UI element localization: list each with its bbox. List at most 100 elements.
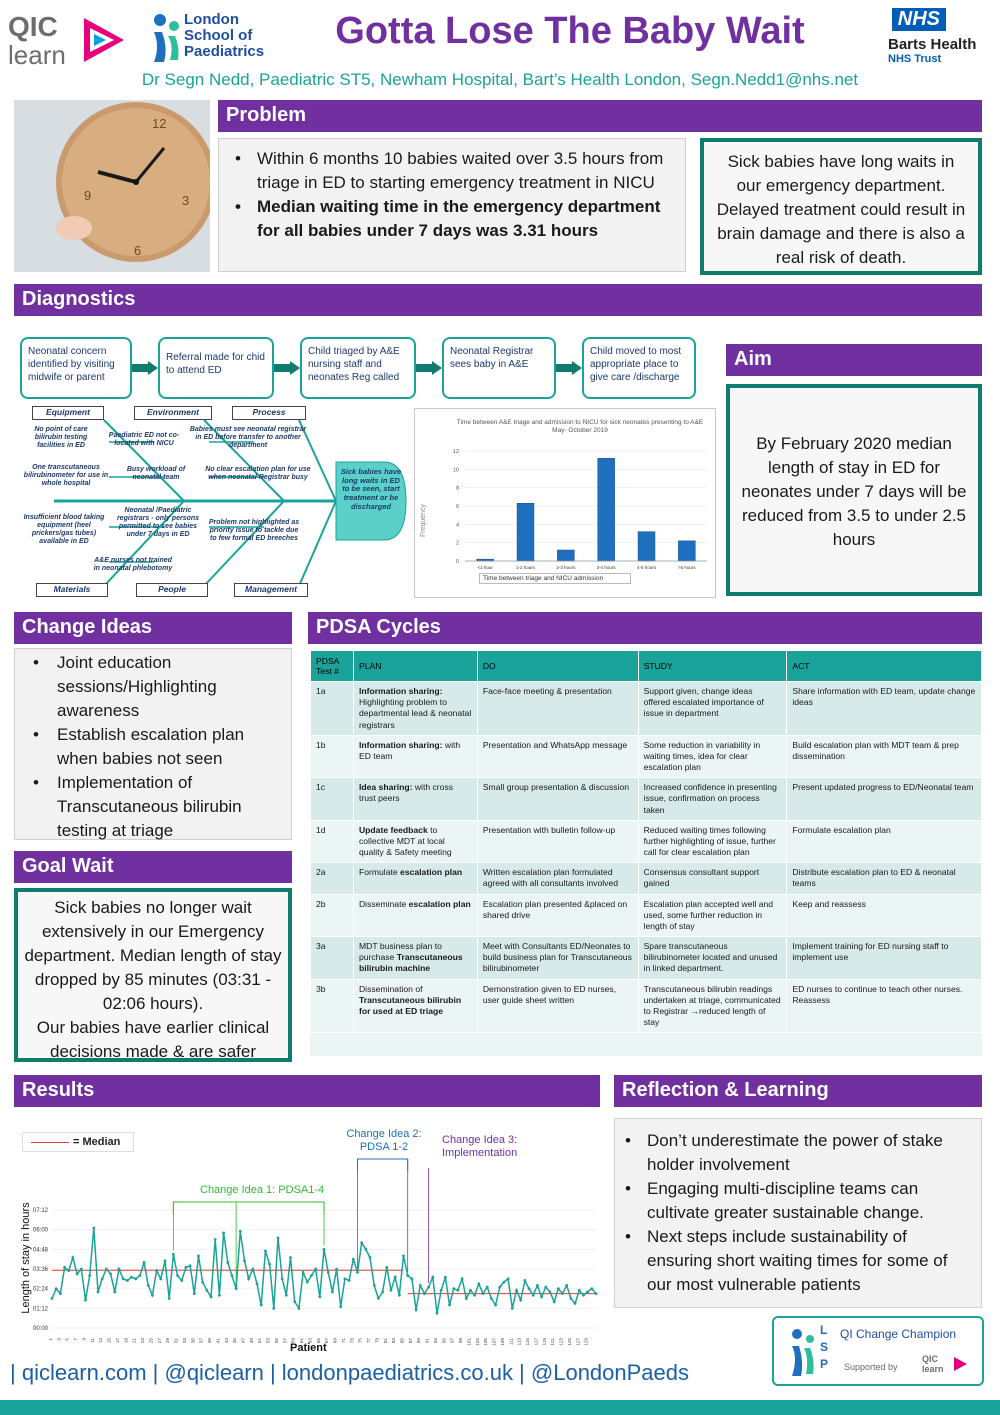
run-chart-xtick: 83 <box>391 1338 396 1344</box>
pdsa-study-cell: Reduced waiting times following further … <box>637 819 788 864</box>
pdsa-act-cell: ED nurses to continue to teach other nur… <box>786 978 982 1034</box>
pdsa-study-cell: Escalation plan accepted well and used, … <box>637 893 788 938</box>
run-chart-point <box>469 1288 472 1292</box>
pdsa-act-cell: Build escalation plan with MDT team & pr… <box>786 734 982 779</box>
run-chart-point <box>322 1247 326 1251</box>
qic-learn-logo: QIC learn <box>6 8 131 70</box>
bar-chart-xtick: >5 hours <box>678 565 696 570</box>
run-chart-point <box>222 1231 225 1235</box>
svg-text:QIC: QIC <box>8 11 58 42</box>
run-chart-point <box>318 1295 322 1299</box>
run-chart-point <box>498 1285 502 1289</box>
run-chart-point <box>88 1274 92 1277</box>
pdsa-do-cell: Small group presentation & discussion <box>476 777 639 821</box>
pdsa-plan-rest: to collective MDT at local quality & Saf… <box>358 824 452 858</box>
fishbone-cause: One transcutaneous bilirubinometer for u… <box>23 464 109 488</box>
pdsa-test-id: 3a <box>310 936 354 980</box>
run-chart-xtick: 121 <box>550 1338 555 1346</box>
fishbone-head: Sick babies have long waits in ED to be … <box>340 467 402 511</box>
run-chart-point <box>443 1275 447 1279</box>
pdsa-study-cell: Spare transcutaneous bilirubinometer loc… <box>637 936 788 980</box>
run-chart-point <box>393 1275 397 1279</box>
run-chart-xtick: 47 <box>240 1338 245 1344</box>
change-ideas-box: Joint education sessions/Highlighting aw… <box>14 648 292 840</box>
run-chart-point <box>159 1277 163 1281</box>
run-chart-point <box>188 1264 192 1268</box>
pdsa-act-cell: Distribute escalation plan to ED & neona… <box>786 862 982 895</box>
footer-links[interactable]: | qiclearn.com | @qiclearn | londonpaedi… <box>10 1360 690 1385</box>
bar-chart-bar <box>678 540 696 562</box>
run-chart-xtick: 103 <box>475 1338 480 1346</box>
run-chart-xtick: 61 <box>299 1338 304 1344</box>
run-chart-xtick: 15 <box>107 1338 112 1344</box>
run-chart-xtick: 57 <box>282 1338 287 1344</box>
run-chart-point <box>335 1267 338 1271</box>
bar-chart-xtick: 3-4 hours <box>597 565 617 570</box>
pdsa-study-cell: Transcutaneous bilirubin readings undert… <box>637 978 788 1034</box>
pdsa-plan-bold: Information sharing: <box>358 739 443 750</box>
bar-chart-xtick: <1 hour <box>477 565 493 570</box>
pdsa-col-act: ACT <box>786 650 982 682</box>
run-chart-point <box>326 1270 330 1274</box>
run-chart-xtick: 71 <box>341 1338 346 1344</box>
pdsa-plan-cell: Information sharing: with ED team <box>352 734 478 779</box>
fishbone-cause: Babies must see neonatal registrar in ED… <box>189 426 307 450</box>
goal-wait-heading: Goal Wait <box>14 851 292 883</box>
run-chart-ylabel: Length of stay in hours <box>20 1202 32 1314</box>
reflection-bullet-1: Don’t underestimate the power of stake h… <box>619 1129 975 1177</box>
triage-bar-chart: Time between A&E triage and admission to… <box>414 408 716 598</box>
run-chart-point <box>351 1257 355 1261</box>
fishbone-cause: Insufficient blood taking equipment (hee… <box>23 514 105 546</box>
change-idea-1-bracket <box>172 1201 325 1214</box>
champion-title: QI Change Champion <box>840 1327 957 1341</box>
clock-number-6: 6 <box>134 243 141 258</box>
change-idea-2: Establish escalation plan when babies no… <box>27 723 287 771</box>
pdsa-test-id: 1a <box>310 681 354 736</box>
run-chart-xtick: 31 <box>174 1338 179 1344</box>
run-chart-xtick: 75 <box>358 1338 363 1344</box>
run-chart-xtick: 53 <box>266 1338 271 1344</box>
fishbone-label-equipment: Equipment <box>32 406 104 420</box>
run-chart-point <box>360 1241 364 1245</box>
run-chart-point <box>117 1267 121 1271</box>
nhs-logo: NHS Barts Health NHS Trust <box>880 6 990 68</box>
run-chart-point <box>481 1292 485 1295</box>
run-chart-point <box>84 1298 87 1302</box>
pdsa-plan-cell: Update feedback to collective MDT at loc… <box>352 819 478 864</box>
run-chart-xtick: 97 <box>450 1338 455 1344</box>
pdsa-act-cell: Formulate escalation plan <box>786 819 982 864</box>
pdsa-plan-cell: Idea sharing: with cross trust peers <box>352 777 478 821</box>
run-chart-xtick: 127 <box>575 1338 580 1346</box>
run-chart-xtick: 101 <box>466 1338 471 1346</box>
run-chart-point <box>494 1303 497 1307</box>
run-chart-xtick: 49 <box>249 1338 254 1344</box>
run-chart-point <box>142 1261 146 1264</box>
run-chart-point <box>347 1279 351 1282</box>
lsp-letter-s: S <box>820 1340 829 1354</box>
run-chart-point <box>356 1270 359 1274</box>
lsp-logo-line2: School of <box>184 27 253 44</box>
run-chart-point <box>293 1300 297 1304</box>
flow-step-4: Neonatal Registrar sees baby in A&E <box>442 337 556 399</box>
run-chart-xtick: 91 <box>425 1338 430 1344</box>
problem-bullet-1: Within 6 months 10 babies waited over 3.… <box>229 147 675 195</box>
run-chart-xtick: 7 <box>73 1338 78 1341</box>
pdsa-plan-bold: Transcutaneous bilirubin machine <box>358 952 463 974</box>
run-chart-xtick: 73 <box>349 1338 354 1344</box>
run-chart-point <box>268 1262 271 1266</box>
aim-box: By February 2020 median length of stay i… <box>726 384 982 596</box>
run-chart-point <box>192 1292 196 1295</box>
flow-step-1: Neonatal concern identified by visiting … <box>20 337 132 399</box>
pdsa-header-row: PDSA Test # PLAN DO STUDY ACT <box>310 650 982 682</box>
run-chart-xlabel: Patient <box>290 1342 327 1354</box>
pdsa-test-id: 2a <box>310 862 354 895</box>
run-chart-point <box>439 1288 443 1292</box>
run-chart-point <box>201 1280 205 1284</box>
run-chart-ytick: 06:00 <box>33 1228 49 1234</box>
run-chart-point <box>460 1277 464 1281</box>
run-chart-xtick: 99 <box>458 1338 463 1344</box>
